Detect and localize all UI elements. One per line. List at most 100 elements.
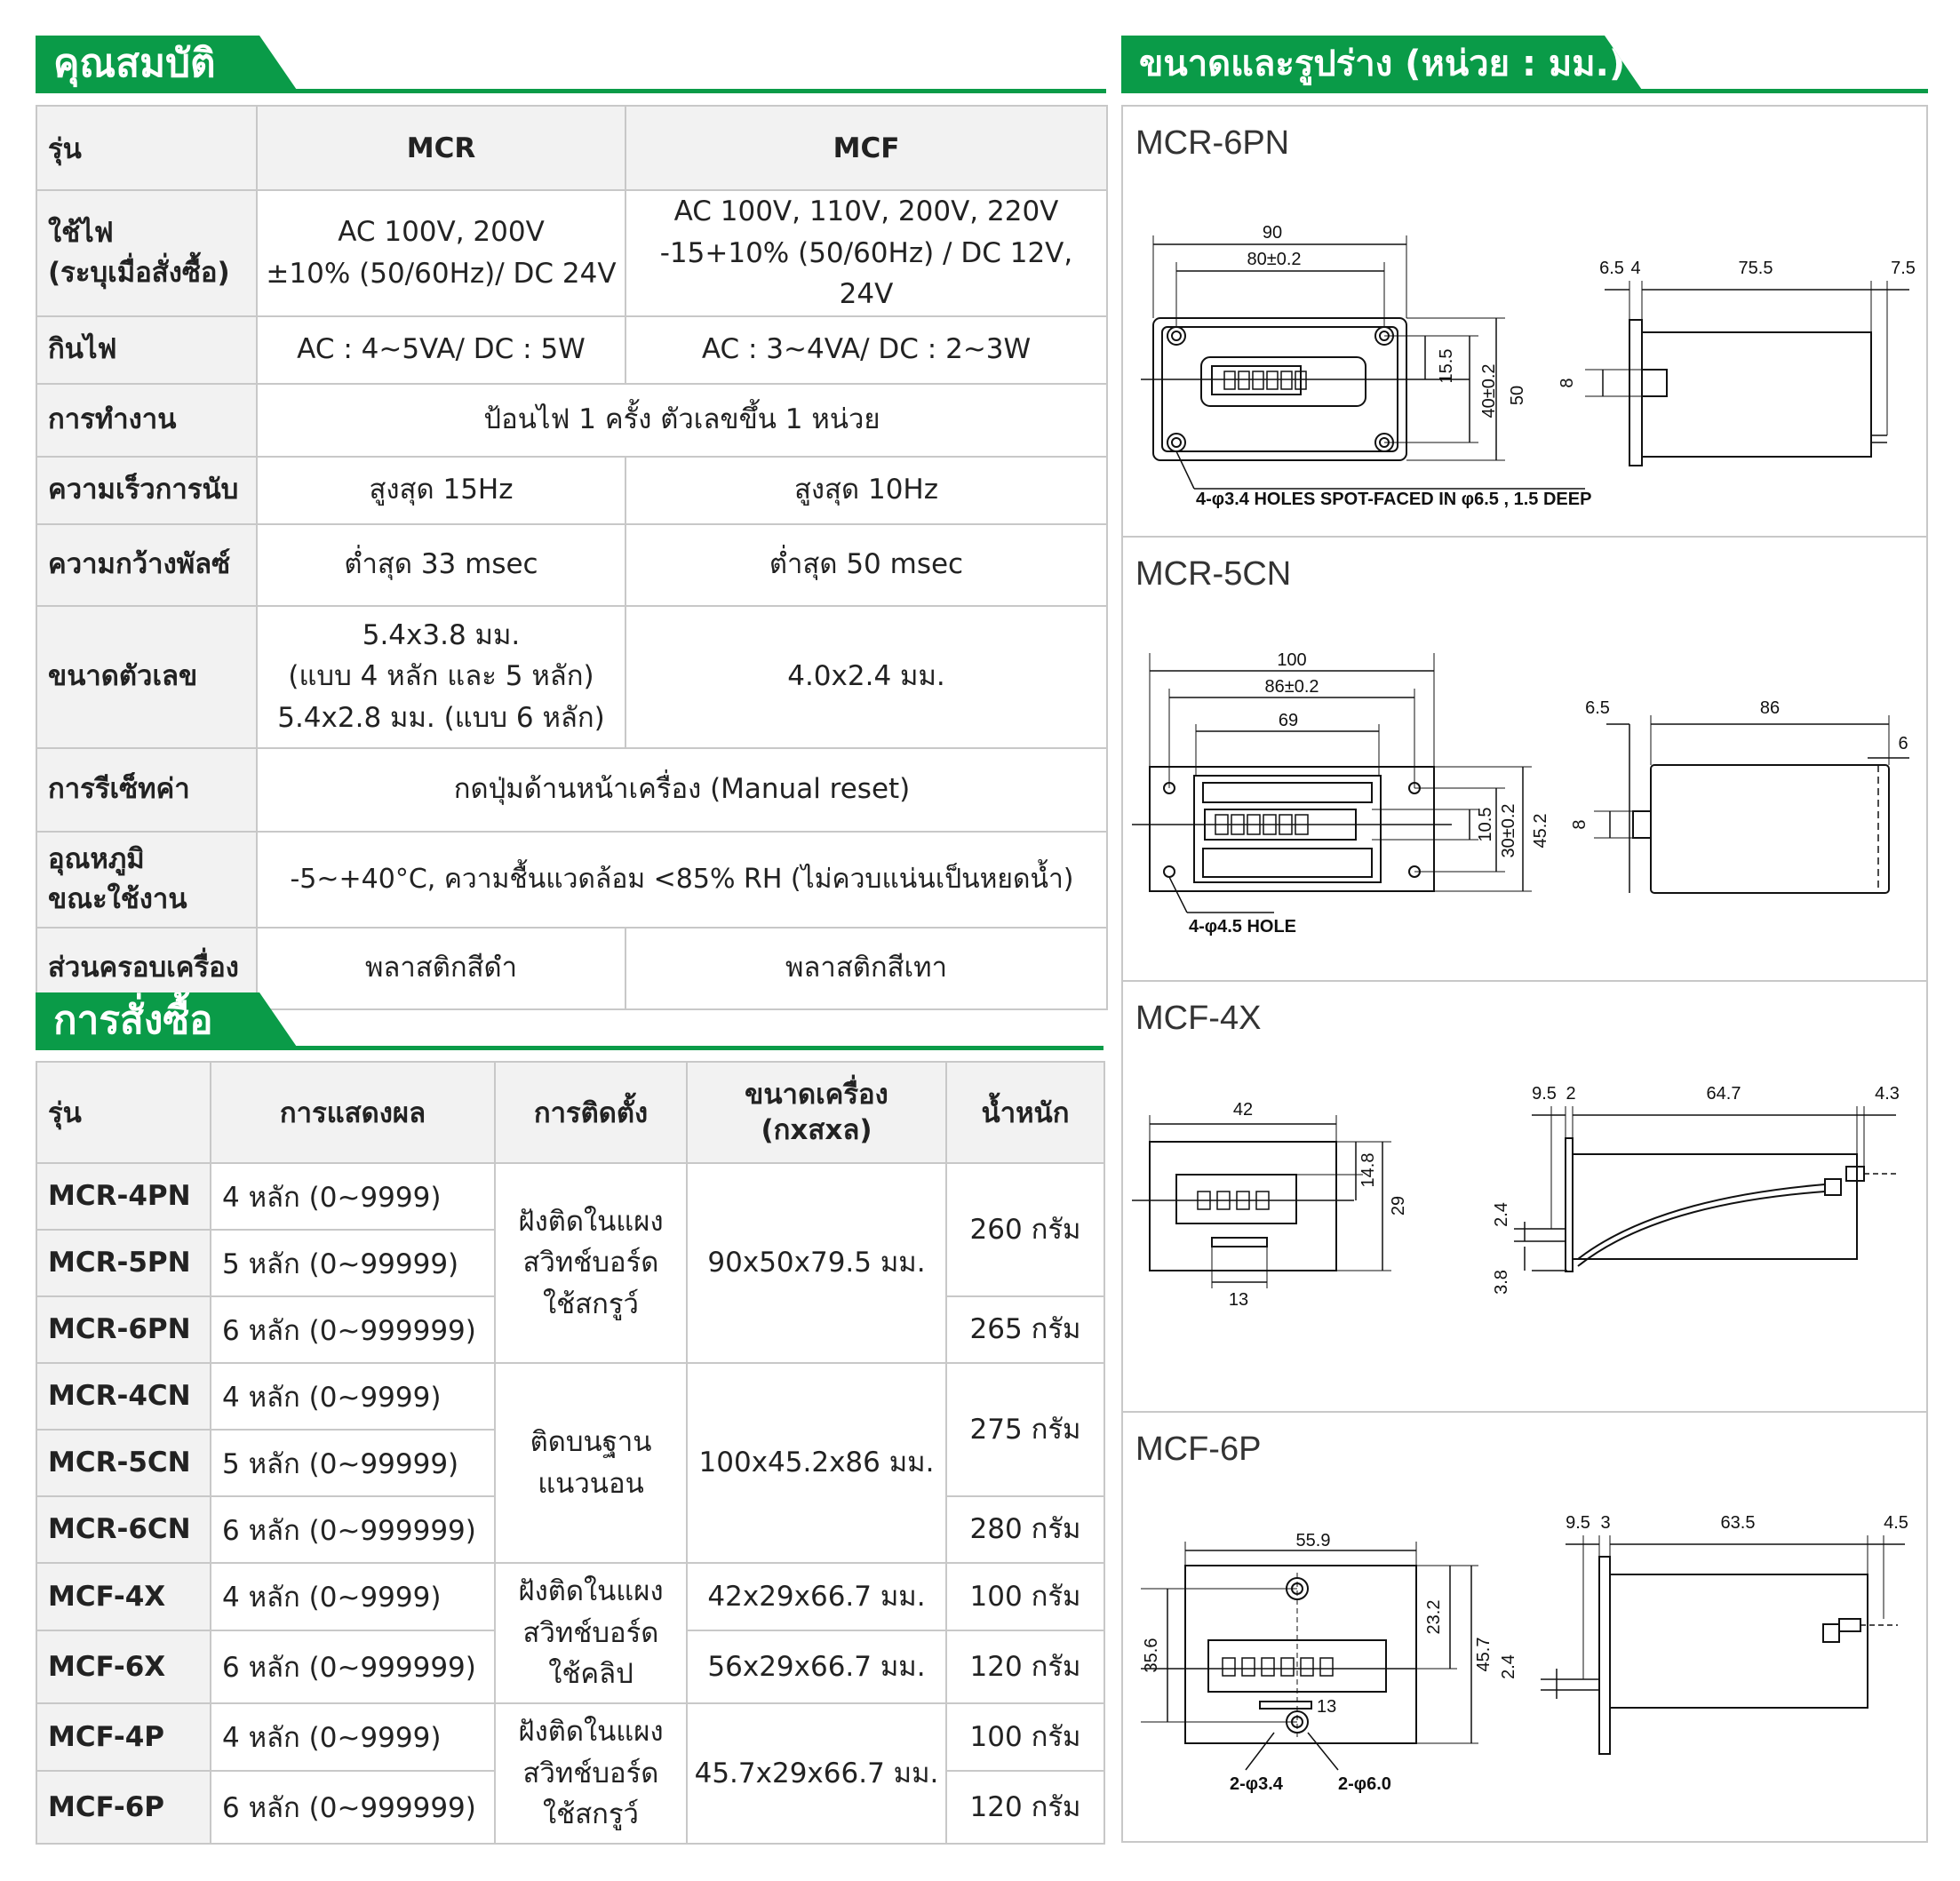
dim-label: 4.3 — [1875, 1084, 1900, 1104]
dim-label: 69 — [1279, 711, 1298, 730]
dim-label: 4-φ3.4 HOLES SPOT-FACED IN φ6.5 , 1.5 DE… — [1196, 490, 1591, 509]
spec-cell: 4.0x2.4 มม. — [625, 604, 1108, 749]
spec-cell: สูงสุด 15Hz — [256, 455, 626, 525]
order-row-display: 5 หลัก (0~99999) — [210, 1429, 496, 1497]
dim-label: 2 — [1566, 1084, 1575, 1104]
dim-label: 2-φ6.0 — [1338, 1774, 1391, 1794]
spec-header-mcr: MCR — [256, 105, 626, 191]
order-row-display: 4 หลัก (0~9999) — [210, 1562, 496, 1631]
dim-block-mcr-5cn: MCR-5CN — [1123, 538, 1926, 982]
order-weight: 275 กรัม — [945, 1362, 1105, 1497]
order-row-model: MCR-6PN — [36, 1295, 211, 1364]
order-row-display: 4 หลัก (0~9999) — [210, 1362, 496, 1431]
spec-cell: กดปุ่มด้านหน้าเครื่อง (Manual reset) — [256, 746, 1108, 833]
dim-label: 10.5 — [1476, 808, 1495, 842]
order-row-display: 6 หลัก (0~999999) — [210, 1770, 496, 1845]
order-weight: 265 กรัม — [945, 1295, 1105, 1364]
order-weight: 280 กรัม — [945, 1495, 1105, 1564]
order-size: 90x50x79.5 มม. — [686, 1162, 947, 1364]
order-row-display: 4 หลัก (0~9999) — [210, 1162, 496, 1231]
order-row-model: MCR-4PN — [36, 1162, 211, 1231]
order-row-model: MCF-4P — [36, 1702, 211, 1772]
dim-label: 64.7 — [1707, 1084, 1741, 1104]
dim-label: 14.8 — [1358, 1153, 1378, 1188]
order-section-title: การสั่งซื้อ — [36, 992, 299, 1049]
spec-cell: -5~+40°C, ความชื้นแวดล้อม <85% RH (ไม่คว… — [256, 830, 1108, 929]
order-header-weight: น้ำหนัก — [945, 1061, 1105, 1164]
order-header-mount: การติดตั้ง — [494, 1061, 688, 1164]
dim-label: 40±0.2 — [1479, 363, 1499, 418]
order-header-model: รุ่น — [36, 1061, 211, 1164]
order-section-header: การสั่งซื้อ — [36, 992, 1103, 1058]
dim-label: 8 — [1558, 378, 1577, 387]
order-weight: 120 กรัม — [945, 1630, 1105, 1704]
spec-section-header: คุณสมบัติ — [36, 36, 1106, 101]
order-size: 42x29x66.7 มม. — [686, 1562, 947, 1631]
dim-label: 29 — [1389, 1196, 1408, 1215]
dim-title: MCR-5CN — [1135, 555, 1292, 593]
order-row-display: 6 หลัก (0~999999) — [210, 1295, 496, 1364]
order-row-display: 5 หลัก (0~99999) — [210, 1229, 496, 1297]
order-row-model: MCR-4CN — [36, 1362, 211, 1431]
order-row-model: MCF-6P — [36, 1770, 211, 1845]
drawing-mcr-6pn: 90 80±0.2 15.5 40±0.2 50 4-φ3.4 HOLES SP… — [1141, 223, 1916, 509]
dim-block-mcf-6p: MCF-6P — [1123, 1413, 1926, 1845]
dim-label: 3 — [1600, 1513, 1610, 1533]
dim-label: 7.5 — [1891, 259, 1916, 278]
order-row-model: MCF-6X — [36, 1630, 211, 1704]
order-header-display: การแสดงผล — [210, 1061, 496, 1164]
dim-label: 63.5 — [1721, 1513, 1756, 1533]
spec-row-label: ขนาดตัวเลข — [36, 604, 258, 749]
order-weight: 100 กรัม — [945, 1562, 1105, 1631]
dim-label: 45.7 — [1474, 1638, 1494, 1672]
spec-row-label: การทำงาน — [36, 382, 258, 458]
order-row-display: 6 หลัก (0~999999) — [210, 1630, 496, 1704]
spec-cell: AC 100V, 200V ±10% (50/60Hz)/ DC 24V — [256, 189, 626, 317]
spec-section-title: คุณสมบัติ — [36, 36, 299, 92]
spec-header-model: รุ่น — [36, 105, 258, 191]
dim-label: 2-φ3.4 — [1230, 1774, 1284, 1794]
order-weight: 260 กรัม — [945, 1162, 1105, 1297]
dim-label: 23.2 — [1424, 1600, 1444, 1635]
spec-header-mcf: MCF — [625, 105, 1108, 191]
order-weight: 120 กรัม — [945, 1770, 1105, 1845]
dim-label: 6.5 — [1585, 698, 1610, 718]
dim-label: 30±0.2 — [1499, 803, 1518, 857]
dim-label: 13 — [1317, 1697, 1336, 1717]
dim-label: 9.5 — [1566, 1513, 1590, 1533]
dim-label: 4.5 — [1884, 1513, 1908, 1533]
order-row-display: 6 หลัก (0~999999) — [210, 1495, 496, 1564]
dim-label: 80±0.2 — [1247, 250, 1301, 269]
spec-cell: AC 100V, 110V, 200V, 220V -15+10% (50/60… — [625, 189, 1108, 317]
order-mount: ฝังติดในแผง สวิทช์บอร์ด ใช้คลิป — [494, 1562, 688, 1704]
dim-label: 13 — [1229, 1290, 1248, 1310]
spec-cell: ต่ำสุด 50 msec — [625, 522, 1108, 607]
dim-label: 90 — [1263, 223, 1282, 243]
dim-label: 100 — [1277, 650, 1306, 670]
spec-row-label: การรีเซ็ทค่า — [36, 746, 258, 833]
order-weight: 100 กรัม — [945, 1702, 1105, 1772]
dim-label: 2.4 — [1499, 1654, 1518, 1679]
dim-label: 2.4 — [1492, 1202, 1511, 1227]
spec-row-label: ใช้ไฟ (ระบุเมื่อสั่งซื้อ) — [36, 189, 258, 317]
dim-label: 15.5 — [1437, 349, 1456, 384]
dim-label: 6.5 — [1599, 259, 1624, 278]
dim-label: 3.8 — [1492, 1270, 1511, 1295]
dim-label: 4-φ4.5 HOLE — [1189, 917, 1296, 937]
dim-title: MCR-6PN — [1135, 124, 1290, 162]
order-table: รุ่น การแสดงผล การติดตั้ง ขนาดเครื่อง (ก… — [36, 1061, 1105, 1845]
dim-label: 55.9 — [1296, 1531, 1331, 1550]
dim-label: 6 — [1898, 734, 1908, 753]
spec-row-label: ความเร็วการนับ — [36, 455, 258, 525]
order-row-display: 4 หลัก (0~9999) — [210, 1702, 496, 1772]
order-mount: ติดบนฐาน แนวนอน — [494, 1362, 688, 1564]
dim-block-mcr-6pn: MCR-6PN — [1123, 107, 1926, 538]
drawing-mcf-6p: 55.9 23.2 35.6 45.7 13 2-φ3.4 2-φ6.0 9.5… — [1141, 1513, 1908, 1794]
dim-label: 8 — [1570, 819, 1590, 829]
dim-label: 50 — [1508, 386, 1527, 405]
dim-title: MCF-6P — [1135, 1431, 1262, 1468]
dim-label: 9.5 — [1532, 1084, 1557, 1104]
dim-section-rule — [1121, 89, 1928, 93]
dim-section-header: ขนาดและรูปร่าง (หน่วย : มม.) — [1121, 36, 1928, 101]
dim-label: 86 — [1760, 698, 1780, 718]
